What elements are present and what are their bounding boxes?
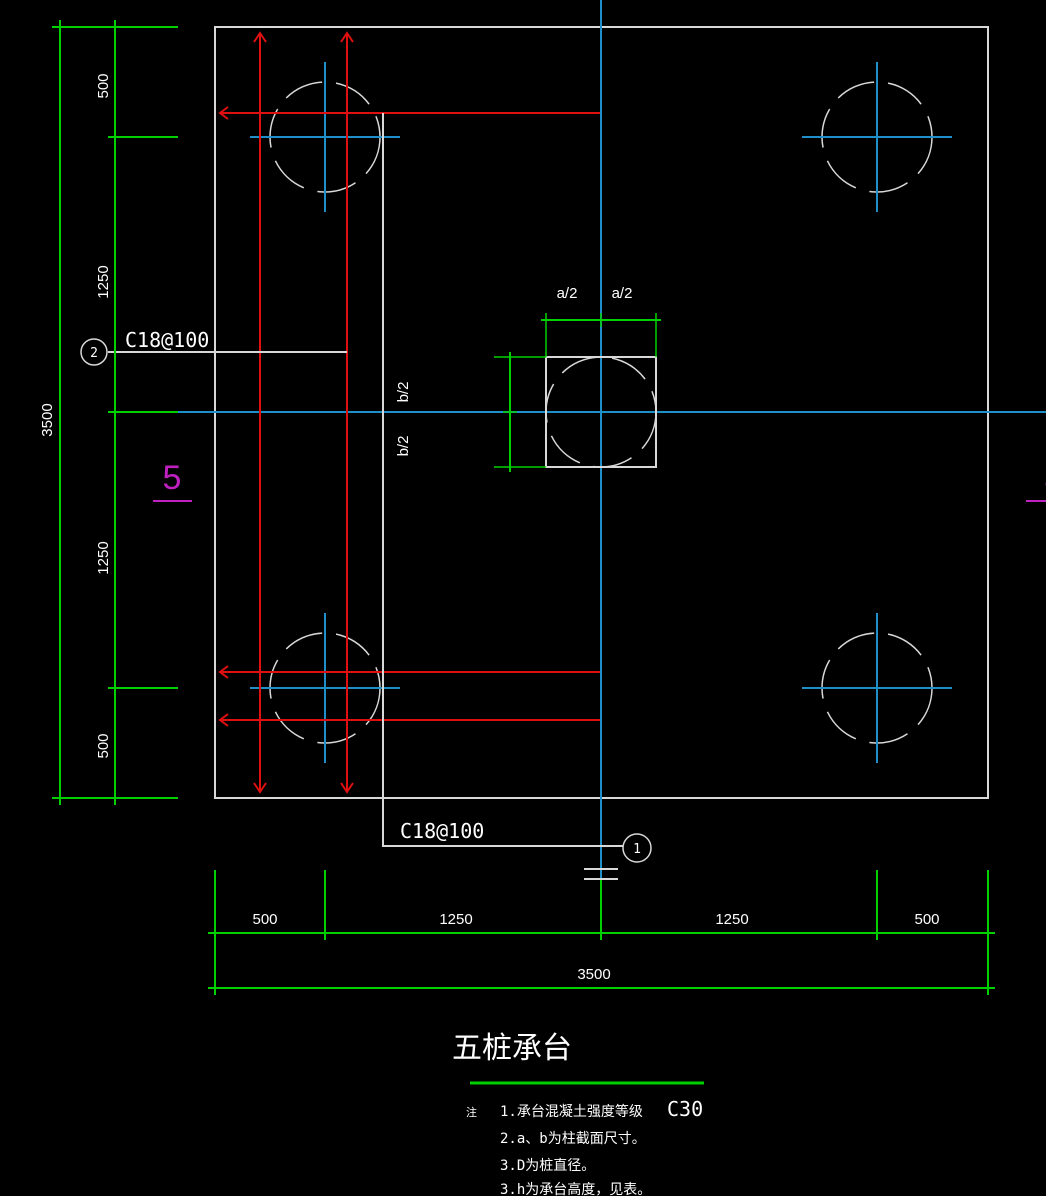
bottom-dim-seg-4: 500	[914, 911, 939, 928]
left-dim-seg-3: 1250	[95, 541, 112, 574]
column-dim-b	[494, 352, 546, 472]
left-dimension-lines	[52, 20, 178, 805]
rebar-horizontal-bars	[218, 106, 600, 727]
bottom-dim-total: 3500	[577, 966, 610, 983]
column-dim-a	[541, 313, 661, 357]
pile-bottom-right	[802, 613, 952, 763]
note-line-4: 3.h为承台高度，见表。	[500, 1181, 651, 1196]
rebar-mark-1: 1	[633, 842, 641, 857]
pile-top-left	[250, 62, 400, 212]
rebar-label-1: C18@100	[400, 819, 484, 843]
section-mark-right: 5	[1044, 459, 1046, 497]
bottom-dim-seg-1: 500	[252, 911, 277, 928]
pile-bottom-left	[250, 613, 400, 763]
rebar-mark-2-circle	[80, 338, 108, 366]
rebar-mark-2: 2	[90, 346, 98, 361]
left-dim-seg-4: 500	[95, 733, 112, 758]
bottom-dim-seg-2: 1250	[439, 911, 472, 928]
note-line-1: 1.承台混凝土强度等级	[500, 1103, 643, 1120]
column-a-half-right: a/2	[612, 285, 633, 302]
pile-top-right	[802, 62, 952, 212]
notes-marker: 注	[466, 1105, 477, 1119]
note-line-2: 2.a、b为柱截面尺寸。	[500, 1131, 646, 1147]
note-line-3: 3.D为桩直径。	[500, 1157, 595, 1174]
bottom-dimension-lines	[208, 870, 995, 995]
rebar-vertical-bars	[253, 31, 354, 794]
left-dim-seg-2: 1250	[95, 265, 112, 298]
axis-break-symbol	[584, 868, 618, 880]
section-mark-left: 5	[163, 459, 182, 497]
drawing-title: 五桩承台	[452, 1031, 572, 1066]
notes-concrete-grade: C30	[667, 1097, 703, 1121]
left-dim-total: 3500	[39, 403, 56, 436]
column-b-half-top: b/2	[395, 382, 412, 403]
rebar-mark-1-circle	[622, 833, 652, 863]
column-section	[545, 356, 657, 468]
column-a-half-left: a/2	[557, 285, 578, 302]
bottom-dim-seg-3: 1250	[715, 911, 748, 928]
rebar-leader-1	[382, 113, 623, 847]
column-b-half-bottom: b/2	[395, 436, 412, 457]
left-dim-seg-1: 500	[95, 73, 112, 98]
rebar-label-2: C18@100	[125, 328, 209, 352]
